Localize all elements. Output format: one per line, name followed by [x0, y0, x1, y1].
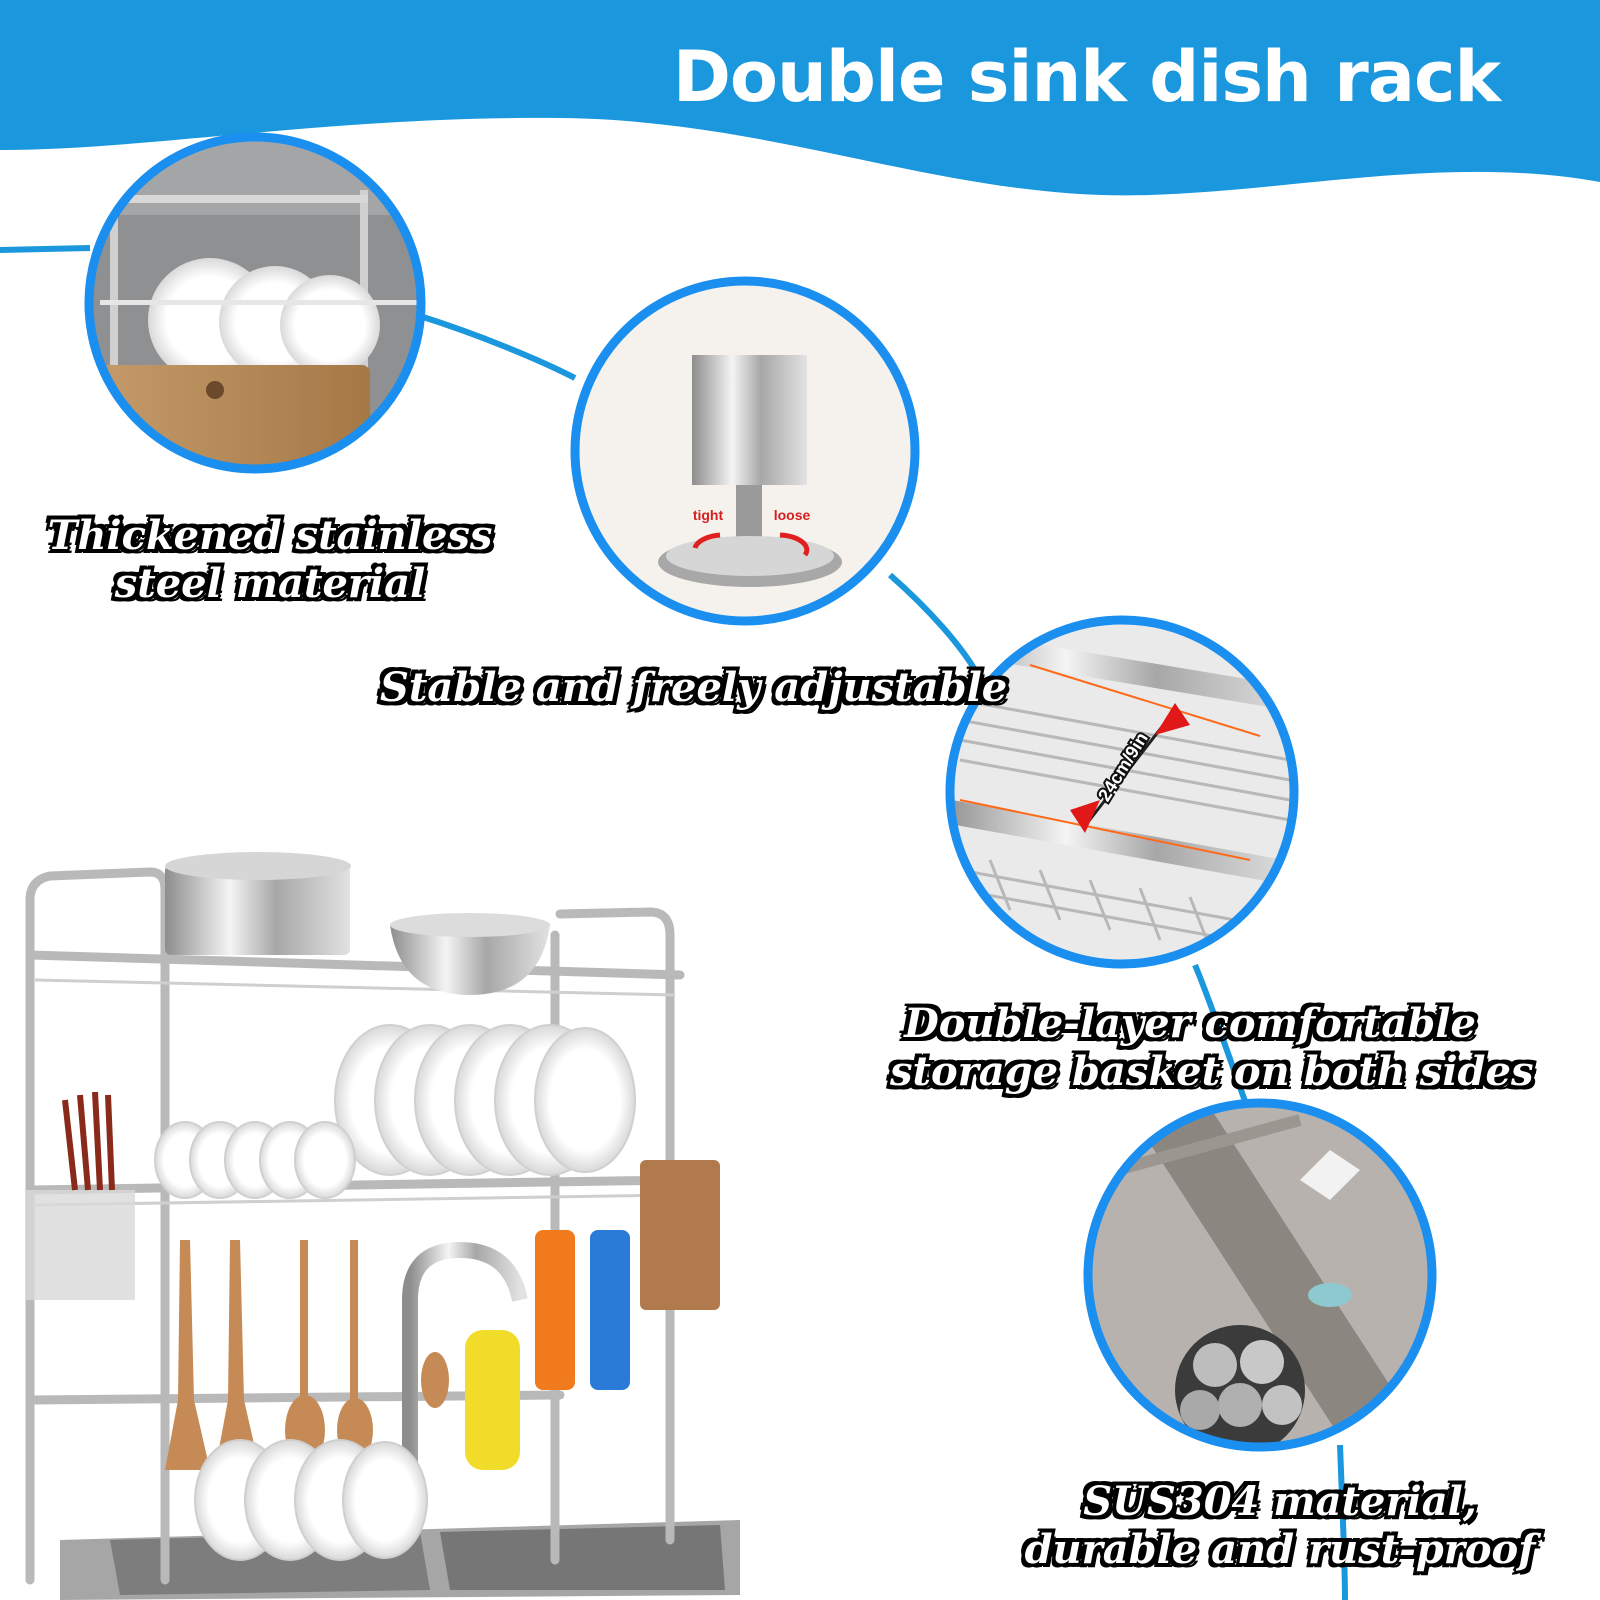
banner-wave — [0, 0, 1600, 196]
double-sink-dish-rack-photo — [25, 852, 740, 1600]
feature-caption-basket: Double-layer comfortable storage basket … — [890, 1000, 1534, 1095]
dish-rack-detail-photo — [84, 132, 426, 474]
feature-caption-steel: Thickened stainless steel material — [47, 512, 493, 607]
page-title: Double sink dish rack — [672, 36, 1501, 118]
feature-caption-sus304: SUS304 material, durable and rust-proof — [1024, 1478, 1536, 1573]
tight-label: tight — [693, 507, 724, 523]
connector-line — [0, 245, 1348, 1600]
loose-label: loose — [774, 507, 811, 523]
feature-caption-adjustable: Stable and freely adjustable — [380, 664, 1008, 711]
storage-basket-photo: 24cm/9in — [945, 615, 1299, 969]
adjustable-foot-photo: tight loose — [570, 276, 920, 626]
steel-rods-photo — [1083, 1098, 1437, 1452]
